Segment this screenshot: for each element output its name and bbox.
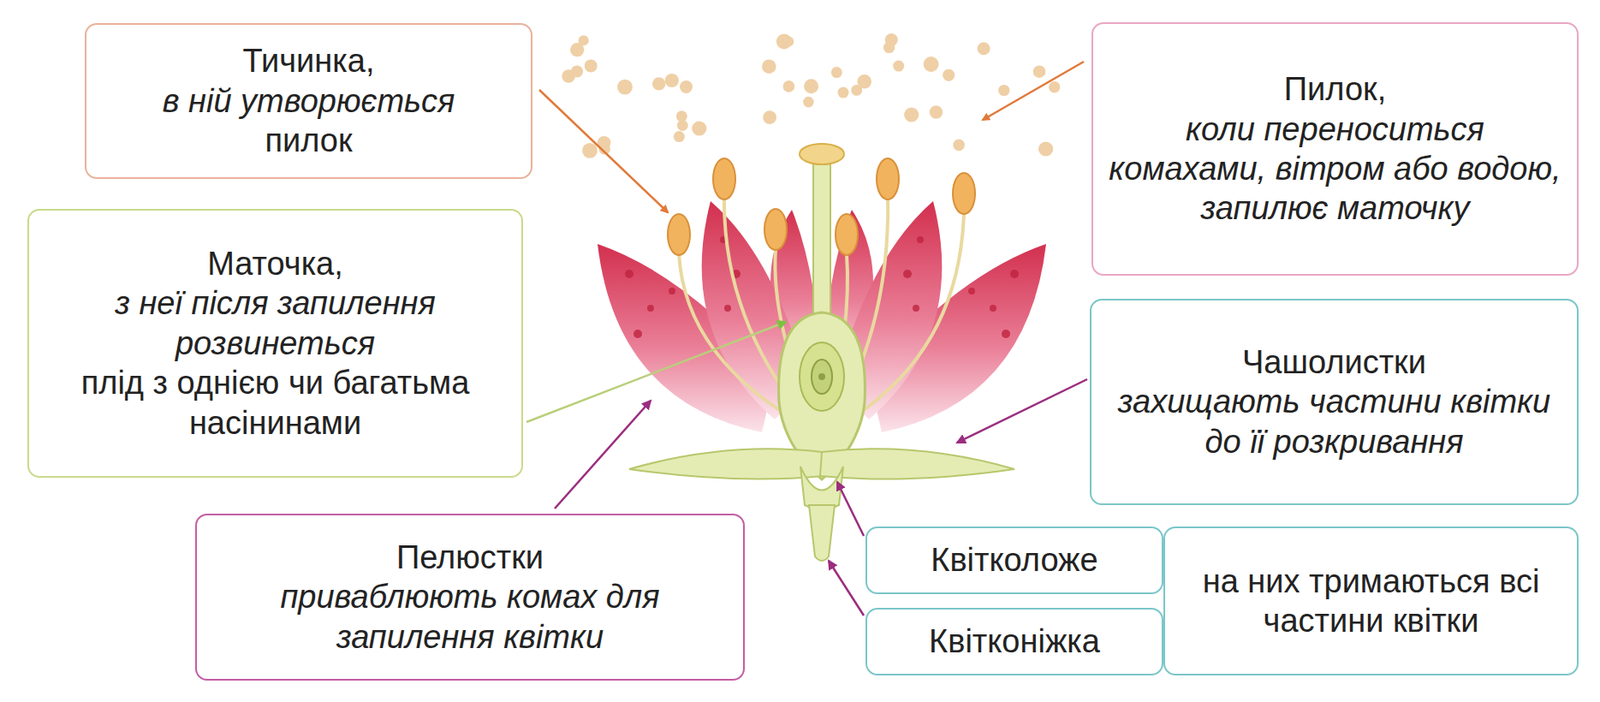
pollen-grain <box>665 73 679 88</box>
pollen-grain <box>584 59 598 72</box>
pedicel <box>808 505 835 561</box>
pollen-grain <box>838 87 850 99</box>
description-text: приваблюють комах для запилення квітки <box>210 576 730 657</box>
pollen-grain <box>679 80 693 94</box>
stamen-callout: Тичинка,в ній утворюєтьсяпилок <box>84 23 533 179</box>
pollen-grain <box>831 66 843 78</box>
pollen-grain <box>904 107 919 122</box>
pollen-grain <box>673 130 685 143</box>
pollen-grain <box>952 139 965 152</box>
description-text: з неї після запилення розвинеться <box>42 283 508 363</box>
pollen-grain <box>691 120 707 136</box>
receptacle <box>800 466 844 510</box>
pistil-callout: Маточка,з неї після запилення розвинетьс… <box>27 208 524 478</box>
pollen-grain <box>998 84 1010 96</box>
part-name: пилок <box>264 120 352 161</box>
part-name: Квітколоже <box>930 540 1098 580</box>
pollen-grain <box>677 119 689 131</box>
pedicel-box: Квітконіжка <box>865 607 1164 676</box>
part-name: на них тримаються всі частини квітки <box>1178 561 1564 642</box>
part-name: Маточка, <box>207 243 344 284</box>
sepals-callout: Чашолисткизахищають частини квітки до її… <box>1089 298 1579 506</box>
pollen-grain <box>762 110 777 125</box>
pollen-grain <box>582 142 598 159</box>
pollen-grain <box>617 79 633 96</box>
pollen-grain <box>761 59 777 74</box>
part-name: Квітконіжка <box>928 621 1101 661</box>
receptacle-box: Квітколоже <box>865 526 1164 595</box>
pollen-grain <box>783 80 796 93</box>
pollen-grain <box>803 78 819 94</box>
pollen-grain <box>802 96 815 108</box>
pollen-grain <box>1033 65 1047 78</box>
part-name: Тичинка, <box>243 41 375 81</box>
pollen-grain <box>561 69 576 84</box>
part-name: Пилок, <box>1284 69 1386 109</box>
pollen-grain <box>942 69 955 82</box>
petals-callout: Пелюсткиприваблюють комах для запилення … <box>195 513 745 681</box>
part-name: плід з однією чи багатьма насінинами <box>42 362 508 443</box>
pollen-grain <box>1038 141 1053 156</box>
pollen-dots <box>561 33 1060 159</box>
pollen-grain <box>776 33 792 49</box>
pollen-grain <box>923 56 940 72</box>
description-text: коли переноситься комахами, вітром або в… <box>1106 109 1564 229</box>
pollen-grain <box>883 41 895 54</box>
pollen-grain <box>977 41 991 55</box>
sepal <box>820 448 1015 479</box>
part-name: Пелюстки <box>396 537 544 577</box>
pollen-grain <box>578 35 589 46</box>
pistil <box>779 143 866 480</box>
sepal <box>629 448 824 479</box>
description-text: захищають частини квітки до її розкриван… <box>1105 381 1564 462</box>
pollen-grain <box>652 77 666 90</box>
description-text: в ній утворюється <box>162 81 456 121</box>
note-box: на них тримаються всі частини квітки <box>1163 526 1579 676</box>
pollen-grain <box>892 60 905 72</box>
pollen-grain <box>850 84 863 96</box>
part-name: Чашолистки <box>1242 342 1427 382</box>
pollen-grain <box>929 105 943 119</box>
pollen-grain <box>1048 81 1060 93</box>
pollen-callout: Пилок,коли переноситься комахами, вітром… <box>1091 22 1579 276</box>
